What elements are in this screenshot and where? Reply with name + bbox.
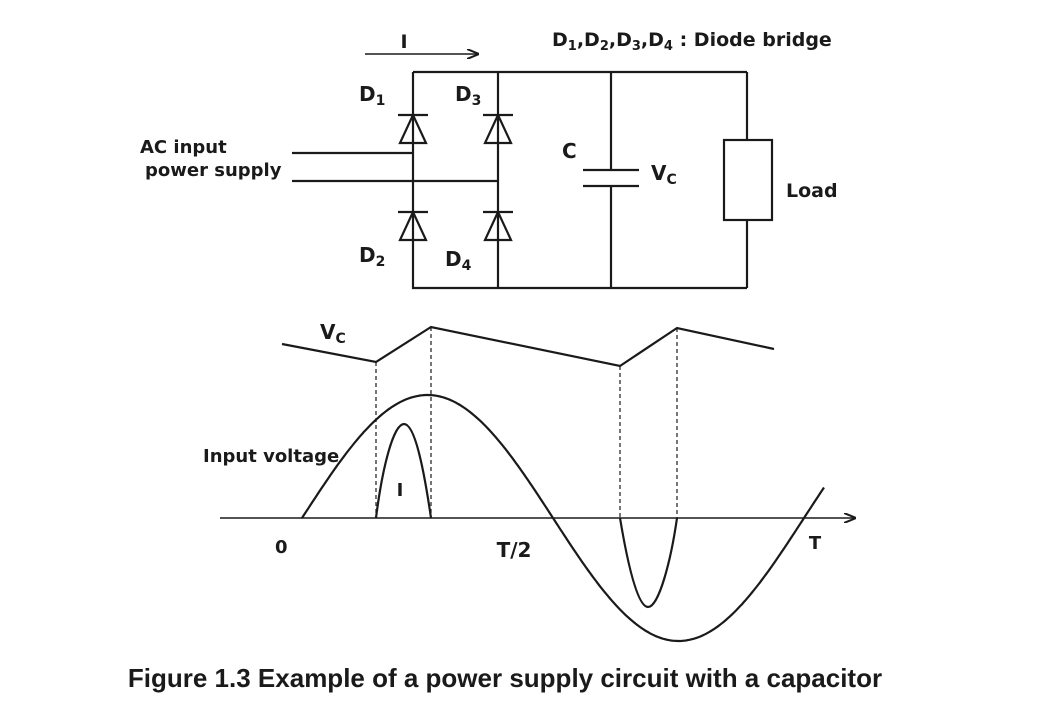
d4-label: D4 bbox=[445, 247, 472, 274]
origin-label: 0 bbox=[275, 537, 288, 558]
diode-d4 bbox=[483, 209, 513, 242]
input-voltage-label: Input voltage bbox=[203, 446, 339, 467]
load-label: Load bbox=[786, 180, 838, 202]
period-label: T bbox=[809, 533, 822, 554]
circuit-schematic: I D1,D2,D3,D4 : Diode bridge D1 D3 D2 D bbox=[140, 29, 838, 290]
load-resistor bbox=[722, 138, 774, 222]
vc-circuit-label: VC bbox=[651, 161, 677, 188]
current-pulse-positive bbox=[374, 422, 433, 519]
capacitor-plates bbox=[583, 168, 639, 188]
current-label-top: I bbox=[400, 31, 407, 53]
ac-input-label-line2: power supply bbox=[145, 160, 282, 181]
half-period-label: T/2 bbox=[497, 538, 532, 562]
diode-bridge-legend: D1,D2,D3,D4 : Diode bridge bbox=[552, 29, 832, 54]
capacitor-voltage-curve bbox=[281, 325, 775, 368]
capacitor-gap bbox=[600, 170, 622, 186]
input-voltage-curve bbox=[301, 393, 825, 643]
d1-label: D1 bbox=[359, 82, 385, 109]
d3-label: D3 bbox=[455, 82, 481, 109]
figure-caption: Figure 1.3 Example of a power supply cir… bbox=[127, 663, 883, 693]
waveform-plot: VC Input voltage I 0 T/2 T bbox=[203, 320, 855, 643]
current-waveform-label: I bbox=[397, 480, 404, 501]
guide-lines bbox=[375, 327, 678, 518]
diode-d3 bbox=[483, 112, 513, 145]
current-pulse-negative bbox=[618, 517, 679, 609]
diode-d2 bbox=[398, 209, 428, 242]
capacitor-label: C bbox=[562, 139, 577, 163]
diode-d1 bbox=[398, 112, 428, 145]
ac-input-label-line1: AC input bbox=[140, 137, 227, 158]
vc-waveform-label: VC bbox=[320, 320, 346, 347]
d2-label: D2 bbox=[359, 243, 385, 270]
